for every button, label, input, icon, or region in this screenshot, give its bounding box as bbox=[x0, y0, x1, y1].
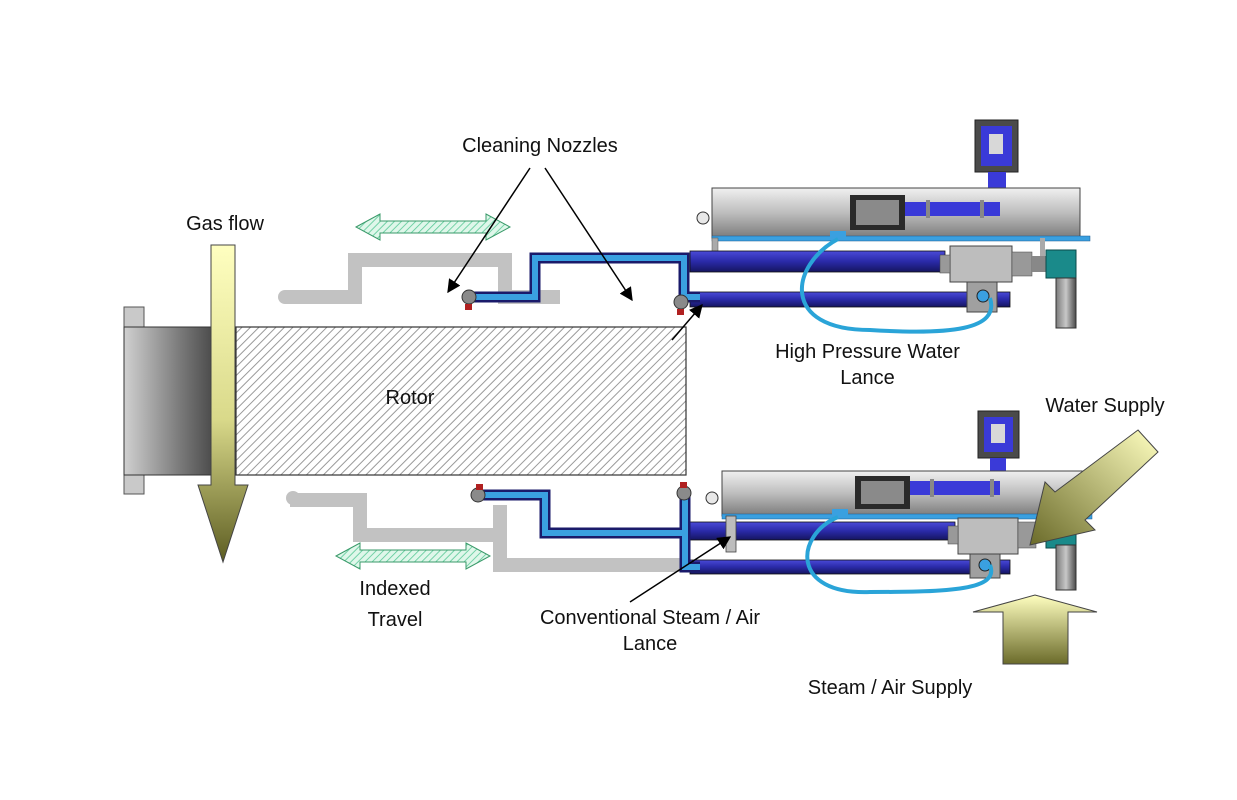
callout-conv-lance bbox=[629, 536, 732, 603]
travel-pipes-bottom bbox=[290, 493, 690, 572]
housing-flange-bottom bbox=[123, 473, 145, 495]
callout-hp-lance bbox=[671, 303, 703, 341]
rotor-body bbox=[235, 326, 687, 476]
ghost-nozzle-bottom bbox=[286, 491, 300, 505]
hp-hose bbox=[799, 237, 994, 334]
hp-lance-label-line2: Lance bbox=[840, 367, 895, 389]
callout-nozzles-left bbox=[447, 167, 531, 294]
travel-arrow-top bbox=[354, 213, 512, 241]
steam-air-lance bbox=[470, 410, 1093, 595]
gas-flow-arrow bbox=[197, 244, 249, 564]
callout-nozzles-right bbox=[544, 167, 633, 302]
cleaning-nozzles-label: Cleaning Nozzles bbox=[462, 135, 618, 157]
conv-lance-label-line1: Conventional Steam / Air bbox=[539, 607, 761, 629]
housing-flange-top bbox=[123, 306, 145, 328]
travel-pipes-top bbox=[285, 253, 560, 304]
steam-air-supply-label: Steam / Air Supply bbox=[807, 677, 973, 699]
sa-hose bbox=[805, 515, 994, 595]
hp-water-lance bbox=[461, 119, 1091, 334]
indexed-travel-label-line2: Travel bbox=[367, 609, 423, 631]
hp-nozzle-right bbox=[673, 294, 689, 310]
sa-nozzle-left bbox=[470, 487, 486, 503]
rotor-label: Rotor bbox=[385, 387, 435, 409]
hp-valve bbox=[949, 245, 1013, 283]
ghost-nozzle-top bbox=[278, 290, 292, 304]
sa-nozzle-right bbox=[676, 485, 692, 501]
water-supply-label: Water Supply bbox=[1045, 395, 1165, 417]
hp-lance-label-line1: High Pressure Water bbox=[775, 341, 960, 363]
water-supply-arrow bbox=[1029, 429, 1159, 546]
conv-lance-label-line2: Lance bbox=[622, 633, 678, 655]
gas-flow-label: Gas flow bbox=[186, 213, 264, 235]
travel-arrow-bottom bbox=[334, 542, 492, 570]
rotor-assembly bbox=[123, 306, 687, 495]
hp-nozzle-left bbox=[461, 289, 477, 305]
steam-air-supply-arrow bbox=[972, 594, 1098, 665]
indexed-travel-label-line1: Indexed bbox=[359, 578, 431, 600]
sa-valve bbox=[957, 517, 1019, 555]
